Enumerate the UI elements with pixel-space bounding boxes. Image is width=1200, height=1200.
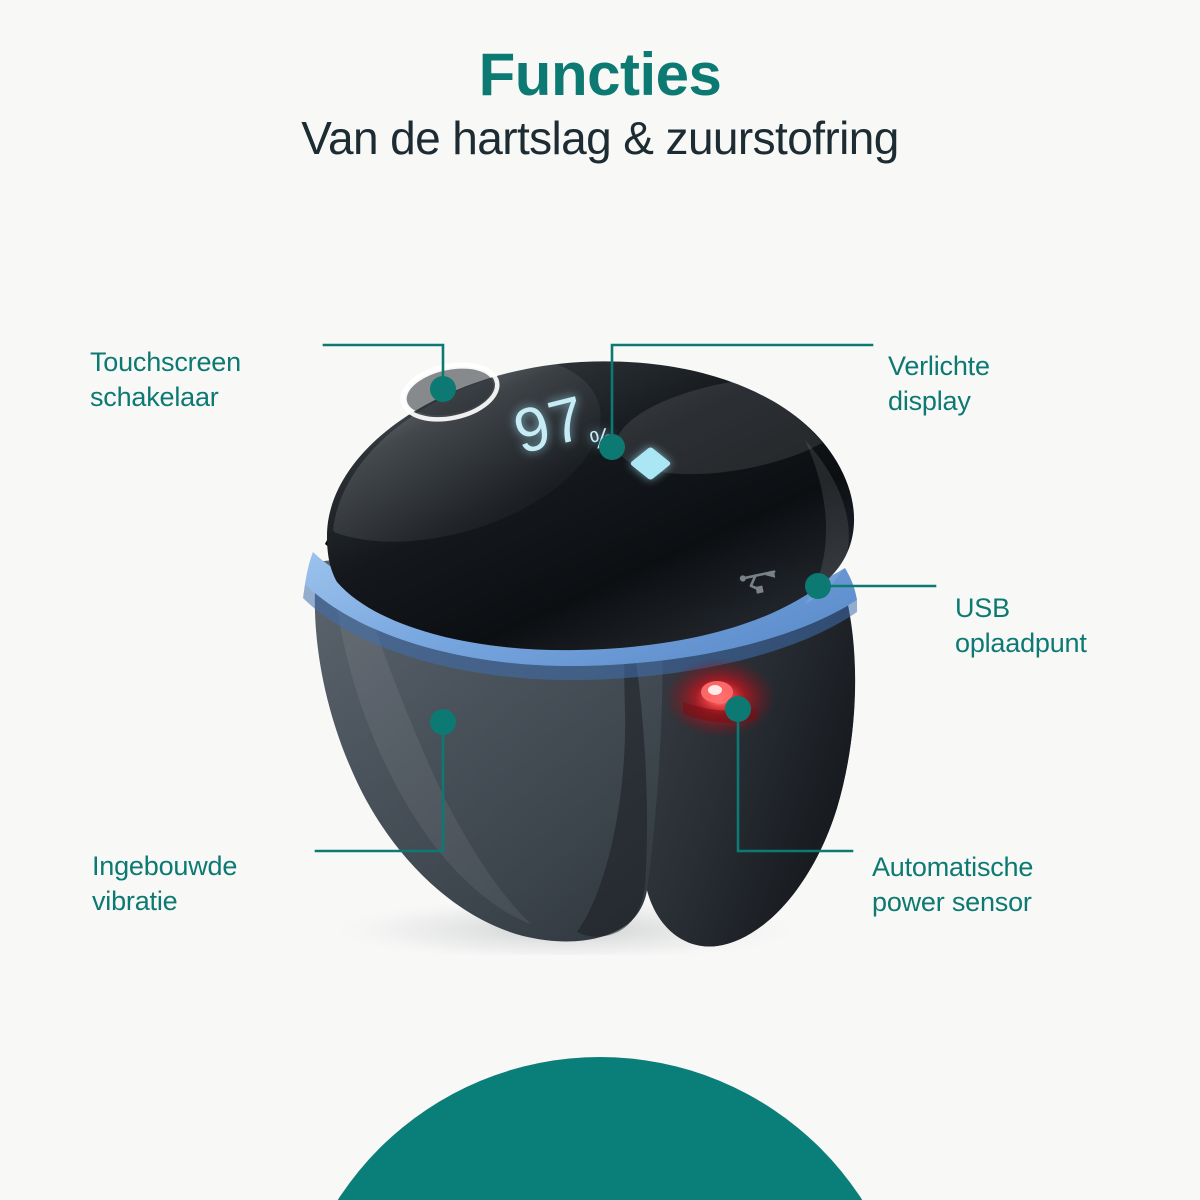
callout-display-line2: display: [888, 386, 971, 417]
callout-vibration-line1: Ingebouwde: [92, 851, 238, 882]
callout-usb-line1: USB: [955, 593, 1010, 624]
header: Functies Van de hartslag & zuurstofring: [0, 44, 1200, 165]
callout-power-sensor-line2: power sensor: [872, 887, 1032, 918]
callout-touchscreen: Touchscreen schakelaar: [90, 310, 241, 450]
callout-usb: USB oplaadpunt: [955, 556, 1087, 696]
page-title: Functies: [478, 41, 722, 108]
callout-power-sensor: Automatische power sensor: [872, 815, 1033, 955]
callout-usb-line2: oplaadpunt: [955, 628, 1087, 659]
bottom-teal-circle: [288, 1057, 912, 1200]
callout-touchscreen-line1: Touchscreen: [90, 347, 241, 378]
callout-display: Verlichte display: [888, 314, 990, 454]
product-image-oximeter-ring: 97%: [265, 330, 885, 955]
callout-vibration: Ingebouwde vibratie: [92, 814, 237, 954]
callout-display-line1: Verlichte: [888, 351, 990, 382]
callout-touchscreen-line2: schakelaar: [90, 382, 219, 413]
page-subtitle: Van de hartslag & zuurstofring: [301, 112, 899, 165]
callout-power-sensor-line1: Automatische: [872, 852, 1034, 883]
callout-vibration-line2: vibratie: [92, 886, 178, 917]
